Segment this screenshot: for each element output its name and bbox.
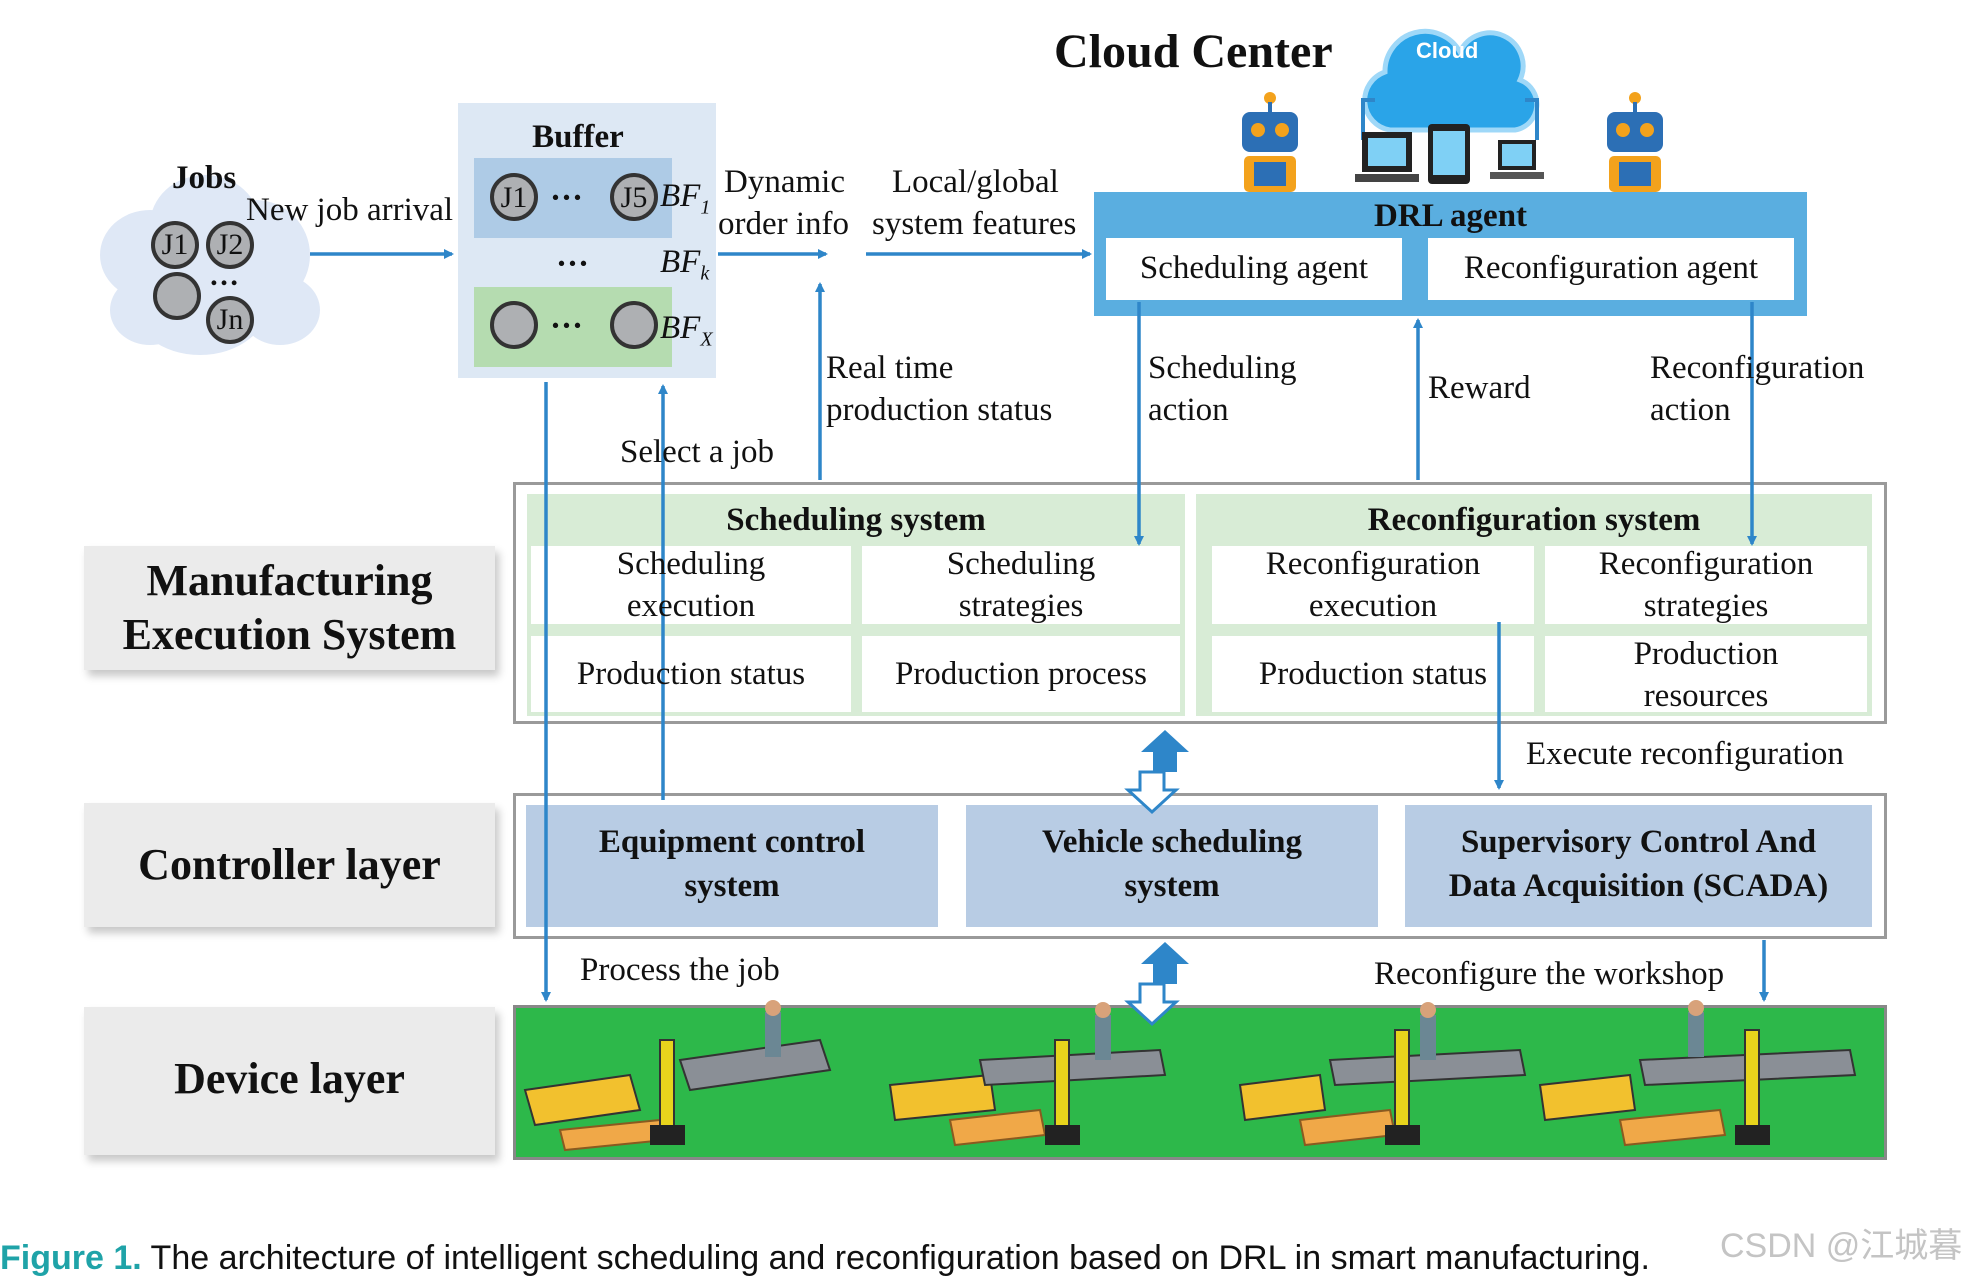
buffer-circles xyxy=(490,173,658,349)
device-label-box xyxy=(84,1007,495,1155)
controller-box-3 xyxy=(1405,805,1872,927)
bidirectional-arrow-icon-1 xyxy=(1124,730,1189,815)
new-job-arrival-label: New job arrival xyxy=(246,192,454,228)
robot-cell-icons xyxy=(523,1000,1857,1152)
select-job-label: Select a job xyxy=(620,434,774,470)
controller-box-2 xyxy=(966,805,1378,927)
cloud-center-title: Cloud Center xyxy=(1054,25,1333,78)
scada-2: Data Acquisition (SCADA) xyxy=(1448,868,1829,904)
equipment-control-2: system xyxy=(684,868,780,904)
reconfiguration-agent-box xyxy=(1428,238,1794,300)
robot-icon-left xyxy=(1242,92,1298,192)
robot-cell-4 xyxy=(1538,1000,1857,1147)
mes-label-box xyxy=(84,546,495,670)
scheduling-production-process: Production process xyxy=(894,656,1148,692)
arrows xyxy=(310,249,1769,1002)
device-layer-label: Device layer xyxy=(174,1054,405,1103)
bidirectional-arrow-icon-2 xyxy=(1124,942,1189,1027)
cell-bg xyxy=(531,636,851,712)
robot-cell-1 xyxy=(523,1000,832,1152)
scheduling-action-label-2: action xyxy=(1148,392,1229,428)
process-job-label: Process the job xyxy=(580,952,780,988)
scheduling-production-status: Production status xyxy=(576,656,806,692)
scheduling-execution-1: Scheduling xyxy=(616,546,766,582)
equipment-control-1: Equipment control xyxy=(598,824,866,860)
robot-icon-right xyxy=(1607,92,1663,192)
figure-caption: Figure 1. The architecture of intelligen… xyxy=(0,1238,1650,1278)
figure-caption-text: The architecture of intelligent scheduli… xyxy=(150,1239,1650,1277)
dynamic-order-label-1: Dynamic xyxy=(724,164,845,200)
execute-reconfiguration-label: Execute reconfiguration xyxy=(1526,736,1844,772)
reconfigure-workshop-label: Reconfigure the workshop xyxy=(1374,956,1725,992)
scheduling-strategies-1: Scheduling xyxy=(946,546,1096,582)
buffer-title: Buffer xyxy=(532,119,624,155)
job-circles xyxy=(151,221,254,344)
buffer-dots: ··· xyxy=(556,246,590,282)
reconfig-resources-2: resources xyxy=(1643,678,1769,714)
buffer-dots: ··· xyxy=(550,180,584,216)
scheduling-action-label-1: Scheduling xyxy=(1148,350,1297,386)
jobs-ellipsis: … xyxy=(209,259,239,292)
scheduling-agent-box xyxy=(1106,238,1402,300)
buffer-job-last: J5 xyxy=(620,181,648,214)
reconfig-production-status: Production status xyxy=(1258,656,1488,692)
scheduling-strategies-2: strategies xyxy=(958,588,1084,624)
scheduling-execution-2: execution xyxy=(626,588,756,624)
vehicle-scheduling-2: system xyxy=(1124,868,1220,904)
cloud-icon xyxy=(1362,28,1540,133)
buffer-dots: ··· xyxy=(550,308,584,344)
cell-bg xyxy=(531,546,851,624)
drl-agent-title: DRL agent xyxy=(1373,198,1528,234)
mes-label-2: Execution System xyxy=(122,610,457,659)
mes-frame xyxy=(513,482,1887,724)
cloud-label: Cloud xyxy=(1416,38,1479,63)
controller-label-box xyxy=(84,803,495,927)
bf1-label: BF1 xyxy=(660,178,711,219)
reconfiguration-action-label-1: Reconfiguration xyxy=(1650,350,1865,386)
cell-bg xyxy=(862,546,1180,624)
reconfiguration-system-title: Reconfiguration system xyxy=(1367,502,1701,538)
reconfig-strategies-2: strategies xyxy=(1643,588,1769,624)
computer-icon xyxy=(1355,132,1419,182)
reconfig-strategies-1: Reconfiguration xyxy=(1598,546,1814,582)
reconfig-execution-1: Reconfiguration xyxy=(1265,546,1481,582)
real-time-label-1: Real time xyxy=(826,350,954,386)
cell-bg xyxy=(1545,546,1867,624)
figure-caption-label: Figure 1. xyxy=(0,1239,142,1277)
scheduling-agent-label: Scheduling agent xyxy=(1139,250,1369,286)
reconfiguration-action-label-2: action xyxy=(1650,392,1731,428)
reconfiguration-agent-label: Reconfiguration agent xyxy=(1463,250,1759,286)
bfx-label: BFX xyxy=(660,310,713,351)
reconfig-resources-1: Production xyxy=(1633,636,1779,672)
scada-1: Supervisory Control And xyxy=(1460,824,1817,860)
reward-label: Reward xyxy=(1428,370,1531,406)
cell-bg xyxy=(862,636,1180,712)
dynamic-order-label-2: order info xyxy=(718,206,850,242)
vehicle-scheduling-1: Vehicle scheduling xyxy=(1041,824,1303,860)
controller-box-1 xyxy=(526,805,938,927)
mes-label-1: Manufacturing xyxy=(146,556,433,605)
watermark: CSDN @江城暮 xyxy=(1720,1227,1963,1265)
robot-cell-3 xyxy=(1238,1002,1527,1147)
buffer-job-first: J1 xyxy=(500,181,528,214)
reconfig-execution-2: execution xyxy=(1308,588,1438,624)
cell-bg xyxy=(1212,546,1534,624)
features-label-1: Local/global xyxy=(892,164,1059,200)
laptop-icon xyxy=(1490,140,1544,179)
job-label-n: Jn xyxy=(216,303,244,336)
controller-frame xyxy=(513,793,1887,939)
cell-bg xyxy=(1212,636,1534,712)
controller-layer-label: Controller layer xyxy=(138,840,441,889)
job-label-1: J1 xyxy=(161,228,189,261)
jobs-title: Jobs xyxy=(172,160,237,196)
scheduling-system-title: Scheduling system xyxy=(726,502,986,538)
real-time-label-2: production status xyxy=(826,392,1053,428)
cell-bg xyxy=(1545,636,1867,712)
bfk-label: BFk xyxy=(660,244,710,285)
features-label-2: system features xyxy=(872,206,1077,242)
robot-cell-2 xyxy=(888,1002,1167,1147)
tablet-icon xyxy=(1428,124,1470,184)
job-label-2: J2 xyxy=(216,228,244,261)
